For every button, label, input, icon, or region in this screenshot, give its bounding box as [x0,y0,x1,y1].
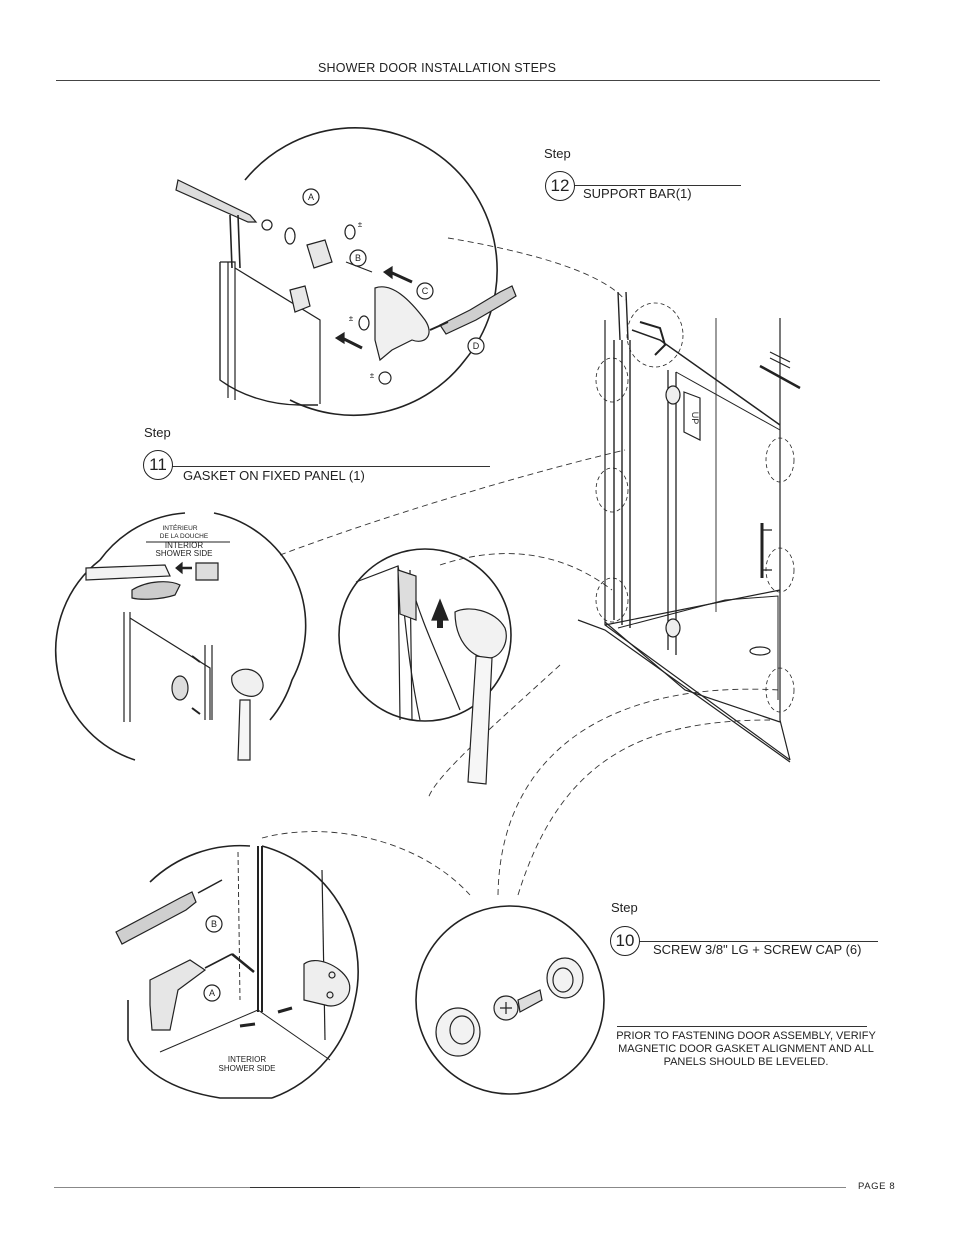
note-rule [617,1026,867,1027]
gasket-detail-left [54,512,307,761]
support-bar-detail [175,127,517,417]
label-interior-bottom: INTERIOR [228,1055,266,1064]
step-11-rule [158,466,490,467]
callout-a-bottom: A [209,988,215,998]
callout-d-top: D [473,341,480,351]
step-11-description: GASKET ON FIXED PANEL (1) [183,468,365,483]
alignment-note: PRIOR TO FASTENING DOOR ASSEMBLY, VERIFY… [616,1030,876,1068]
page-number: PAGE 8 [858,1181,896,1192]
drill-detail [115,844,359,1099]
label-shower-side-bottom: SHOWER SIDE [219,1064,276,1073]
step-10-rule [625,941,878,942]
footer-rule-accent [250,1187,360,1188]
plusminus-mark-1: ± [358,220,363,229]
plusminus-mark-2: ± [349,314,354,323]
label-up: UP [690,412,700,425]
callout-b-bottom: B [211,919,217,929]
step-10-description: SCREW 3/8" LG + SCREW CAP (6) [653,942,862,957]
callout-b-top: B [355,253,361,263]
header-rule [56,80,880,81]
step-10-label: Step [611,900,638,915]
step-11-number: 11 [143,450,173,480]
label-shower-side: SHOWER SIDE [156,549,213,558]
label-interior: INTERIOR [165,541,203,550]
step-12-number: 12 [545,171,575,201]
page-header-title: SHOWER DOOR INSTALLATION STEPS [318,61,557,75]
dashed-connectors [261,237,781,896]
step-11-label: Step [144,425,171,440]
label-interieur: INTÉRIEUR [162,523,197,532]
callout-c-top: C [422,286,429,296]
callout-a-top: A [308,192,314,202]
plusminus-mark-3: ± [370,371,375,380]
screw-cap-detail [415,905,605,1095]
step-10-number: 10 [610,926,640,956]
step-12-rule [560,185,741,186]
footer-rule [54,1187,846,1188]
step-12-label: Step [544,146,571,161]
gasket-detail-center [338,548,512,785]
label-de-la-douche: DE LA DOUCHE [160,533,209,540]
step-12-description: SUPPORT BAR(1) [583,186,692,201]
shower-enclosure-overview [577,291,801,763]
